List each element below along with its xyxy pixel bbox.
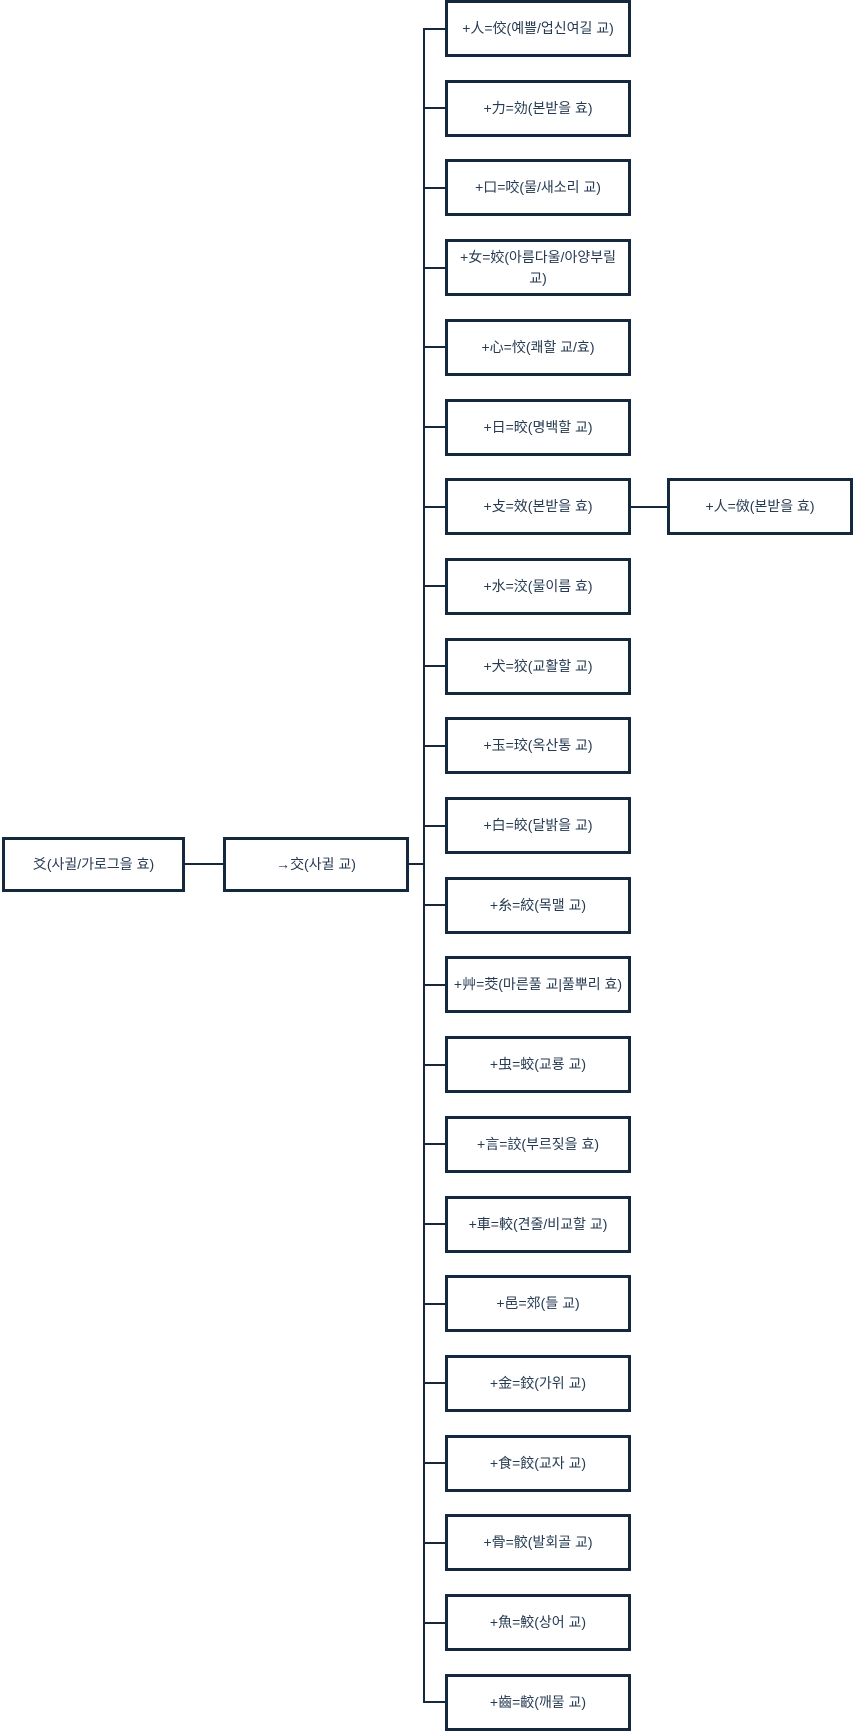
branch-line	[423, 27, 445, 30]
node-label: +力=効(본받을 효)	[483, 99, 593, 116]
branch-line	[423, 1541, 445, 1544]
branch-line	[423, 824, 445, 827]
branch-line	[423, 426, 445, 428]
node-label: +女=姣(아름다울/아양부릴 교)	[460, 248, 616, 286]
branch-line	[423, 266, 445, 269]
node-child: +心=恔(쾌할 교/효)	[445, 318, 631, 376]
node-label: +人=佼(예쁠/업신여길 교)	[462, 20, 614, 36]
node-label: +食=餃(교자 교)	[489, 1454, 587, 1471]
node-label: +邑=郊(들 교)	[496, 1295, 580, 1312]
node-child: +人=佼(예쁠/업신여길 교)	[445, 0, 631, 57]
node-child: +犬=狡(교활할 교)	[445, 637, 631, 695]
branch-line	[423, 1223, 445, 1225]
node-derived: →交(사귈 교)	[223, 837, 409, 892]
node-child: +口=咬(물/새소리 교)	[445, 159, 631, 217]
node-label: +骨=骹(발회골 교)	[483, 1534, 593, 1551]
node-child: +攴=效(본받을 효)	[445, 478, 631, 536]
node-label: +日=晈(명백할 교)	[483, 418, 593, 435]
node-child: +金=鉸(가위 교)	[445, 1354, 631, 1412]
branch-line	[423, 904, 445, 907]
node-label: +人=傚(본받을 효)	[705, 498, 815, 515]
branch-line	[423, 1382, 445, 1385]
node-label: +白=皎(달밝을 교)	[483, 817, 593, 833]
node-child: +玉=珓(옥산통 교)	[445, 717, 631, 775]
connector-line	[409, 862, 424, 865]
node-label: +艸=茭(마른풀 교|풀뿌리 효)	[453, 976, 623, 993]
node-child: +齒=齩(깨물 교)	[445, 1673, 631, 1731]
branch-line	[423, 1701, 445, 1704]
node-label: +魚=鮫(상어 교)	[489, 1614, 587, 1630]
node-label: +金=鉸(가위 교)	[489, 1374, 587, 1391]
branch-line	[423, 585, 445, 588]
node-root: 爻(사귈/가로그을 효)	[2, 837, 185, 892]
node-label: +心=恔(쾌할 교/효)	[481, 338, 595, 355]
connector-line	[185, 862, 223, 865]
branch-line	[423, 665, 445, 668]
node-label: +玉=珓(옥산통 교)	[483, 737, 593, 754]
node-child: +食=餃(교자 교)	[445, 1434, 631, 1492]
node-label: +口=咬(물/새소리 교)	[475, 179, 601, 196]
node-child: +糸=絞(목맬 교)	[445, 876, 631, 934]
branch-line	[423, 1063, 445, 1066]
node-child: +日=晈(명백할 교)	[445, 398, 631, 456]
node-label: +齒=齩(깨물 교)	[489, 1693, 587, 1710]
node-child: +女=姣(아름다울/아양부릴 교)	[445, 239, 631, 297]
node-child: +魚=鮫(상어 교)	[445, 1594, 631, 1651]
node-child: +車=較(견줄/비교할 교)	[445, 1195, 631, 1253]
node-child: +言=詨(부르짖을 효)	[445, 1115, 631, 1173]
node-label: +糸=絞(목맬 교)	[489, 896, 587, 913]
node-grandchild: +人=傚(본받을 효)	[667, 478, 853, 536]
node-child: +水=洨(물이름 효)	[445, 557, 631, 615]
branch-line	[423, 1462, 445, 1465]
branch-line	[423, 346, 445, 349]
node-child: +白=皎(달밝을 교)	[445, 797, 631, 854]
node-label: →交(사귈 교)	[276, 856, 356, 872]
trunk-line	[423, 27, 425, 1704]
branch-line	[423, 107, 445, 110]
connector-line	[631, 505, 667, 508]
node-child: +骨=骹(발회골 교)	[445, 1514, 631, 1572]
node-child: +邑=郊(들 교)	[445, 1275, 631, 1333]
branch-line	[423, 1621, 445, 1624]
node-child: +力=効(본받을 효)	[445, 79, 631, 137]
branch-line	[423, 1302, 445, 1305]
node-child: +艸=茭(마른풀 교|풀뿌리 효)	[445, 956, 631, 1014]
node-label: +水=洨(물이름 효)	[483, 577, 593, 594]
node-label: +車=較(견줄/비교할 교)	[468, 1215, 608, 1232]
branch-line	[423, 744, 445, 747]
node-child: +虫=蛟(교룡 교)	[445, 1036, 631, 1094]
node-label: +犬=狡(교활할 교)	[483, 657, 593, 674]
node-label: +攴=效(본받을 효)	[483, 498, 593, 515]
node-label: 爻(사귈/가로그을 효)	[32, 856, 155, 872]
branch-line	[423, 186, 445, 189]
node-label: +虫=蛟(교룡 교)	[489, 1056, 587, 1073]
branch-line	[423, 505, 445, 508]
branch-line	[423, 1143, 445, 1146]
node-label: +言=詨(부르짖을 효)	[477, 1135, 599, 1152]
branch-line	[423, 983, 445, 986]
